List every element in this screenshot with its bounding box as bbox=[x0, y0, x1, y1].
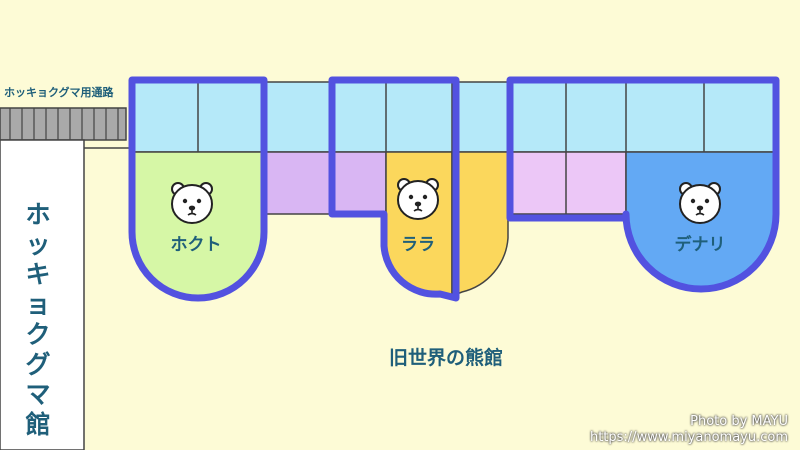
enclosure-hokuto bbox=[128, 76, 268, 302]
bear-name-denali: デナリ bbox=[675, 234, 726, 255]
polar-bear-face-icon bbox=[397, 178, 439, 220]
bear-name-hokuto: ホクト bbox=[171, 235, 222, 255]
connector-corridor bbox=[261, 151, 335, 215]
connector-indoor bbox=[261, 81, 333, 153]
polar-bear-building bbox=[0, 139, 85, 450]
bear-name-lala: ララ bbox=[401, 235, 435, 255]
old-building-label: 旧世界の熊館 bbox=[389, 346, 503, 369]
passage-label: ホッキョクグマ用通路 bbox=[4, 85, 115, 99]
polar-bear-face-icon bbox=[171, 182, 213, 224]
building-label: ホッキョクグマ館 bbox=[25, 200, 51, 439]
polar-bear-face-icon bbox=[679, 182, 721, 224]
credit-line1: Photo by MAYU bbox=[690, 414, 788, 429]
connector-indoor bbox=[451, 81, 513, 153]
credit-url: https://www.miyanomayu.com bbox=[589, 430, 788, 445]
bear-passage bbox=[0, 107, 127, 141]
enclosure-denali bbox=[506, 76, 780, 293]
